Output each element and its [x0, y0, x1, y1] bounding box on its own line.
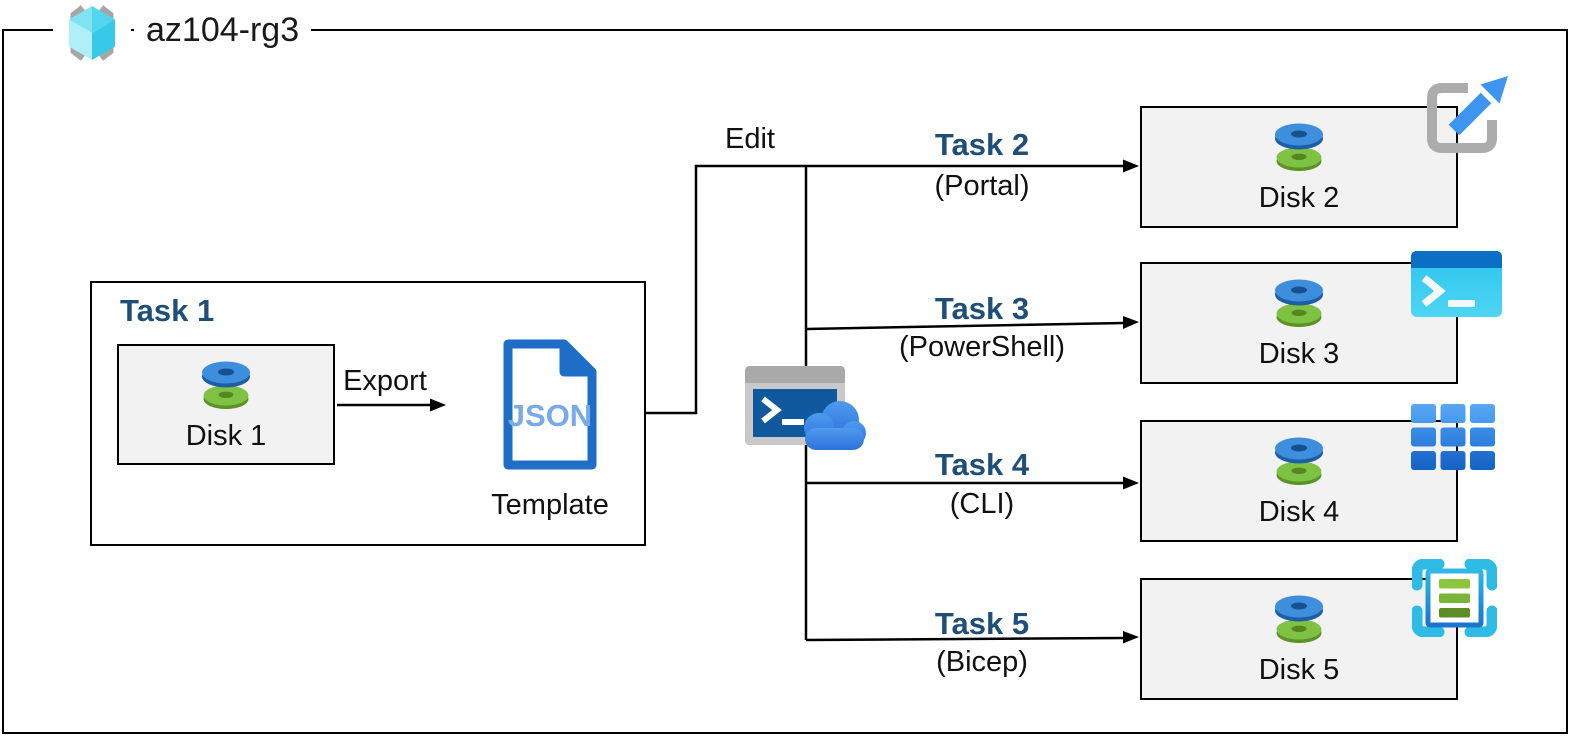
disk-5-box: Disk 5: [1140, 578, 1458, 700]
disk-label: Disk 3: [1258, 338, 1340, 370]
disk-label: Disk 2: [1258, 182, 1340, 214]
powershell-icon: [1411, 251, 1502, 317]
json-label: JSON: [507, 398, 593, 433]
task-4-method: (CLI): [949, 488, 1015, 520]
managed-disk-icon: [194, 359, 258, 413]
managed-disk-icon: [1267, 435, 1331, 489]
task-2-method: (Portal): [934, 170, 1030, 202]
disk-1-box: Disk 1: [117, 344, 335, 465]
managed-disk-icon: [1267, 277, 1331, 331]
disk-3-box: Disk 3: [1140, 262, 1458, 384]
disk-label: Disk 1: [185, 419, 267, 452]
managed-disk-icon: [1267, 593, 1331, 647]
disk-2-box: Disk 2: [1140, 106, 1458, 228]
task1-title: Task 1: [120, 293, 215, 328]
cloud-shell-icon: [745, 366, 866, 450]
resource-group-name: az104-rg3: [134, 7, 312, 53]
export-label: Export: [343, 365, 427, 397]
bicep-template-icon: [1412, 559, 1497, 637]
resource-group-boundary: [2, 29, 1568, 734]
template-label: Template: [491, 489, 609, 521]
disk-label: Disk 5: [1258, 654, 1340, 686]
portal-launch-icon: [1427, 76, 1508, 153]
cli-grid-icon: [1411, 404, 1495, 470]
managed-disk-icon: [1267, 121, 1331, 175]
task-5-title: Task 5: [934, 606, 1030, 641]
task-3-title: Task 3: [934, 291, 1030, 326]
resource-group-icon: [53, 2, 131, 64]
task-2-title: Task 2: [934, 127, 1030, 162]
task-4-title: Task 4: [934, 447, 1030, 482]
task-3-method: (PowerShell): [899, 331, 1065, 363]
disk-label: Disk 4: [1258, 496, 1340, 528]
edit-label: Edit: [725, 123, 775, 155]
disk-4-box: Disk 4: [1140, 420, 1458, 542]
task-5-method: (Bicep): [936, 646, 1028, 678]
json-template-icon: [503, 339, 597, 470]
